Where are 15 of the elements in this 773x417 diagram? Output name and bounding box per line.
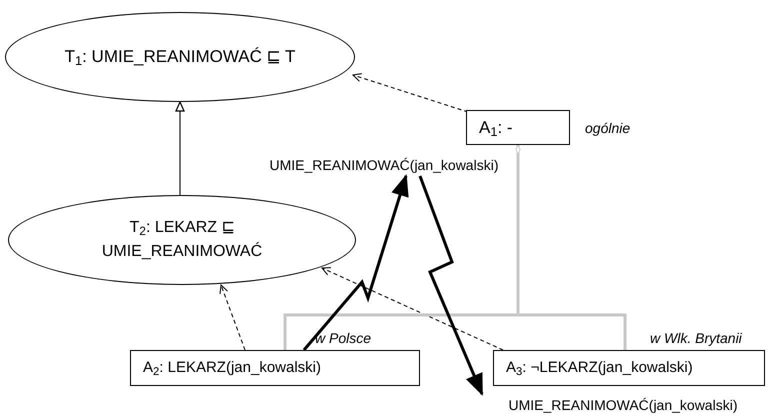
connector-arrow — [352, 73, 468, 112]
connector-arrow — [175, 101, 185, 196]
context-label: w Wlk. Brytanii — [650, 329, 742, 348]
assertion-box: A$_{3}$: ¬LEKARZ(jan_kowalski) — [493, 350, 765, 386]
connector-arrow — [220, 284, 246, 350]
assertion-box: A$_{1}$: - — [466, 110, 570, 145]
fact-text: UMIE_REANIMOWAĆ(jan_kowalski) — [478, 394, 768, 416]
assertion-box: A$_{2}$: LEKARZ(jan_kowalski) — [130, 350, 420, 386]
context-label: ogólnie — [585, 119, 630, 138]
connector-arrow — [322, 267, 504, 350]
fact-text: UMIE_REANIMOWAĆ(jan_kowalski) — [250, 154, 518, 176]
lightning-arrow — [302, 174, 409, 351]
lightning-arrow — [418, 175, 484, 396]
ellipse-node: T$_{1}$: UMIE_REANIMOWAĆ ⊑ T — [5, 12, 355, 102]
ellipse-node: T$_{2}$: LEKARZ ⊑ UMIE_REANIMOWAĆ — [8, 195, 356, 285]
